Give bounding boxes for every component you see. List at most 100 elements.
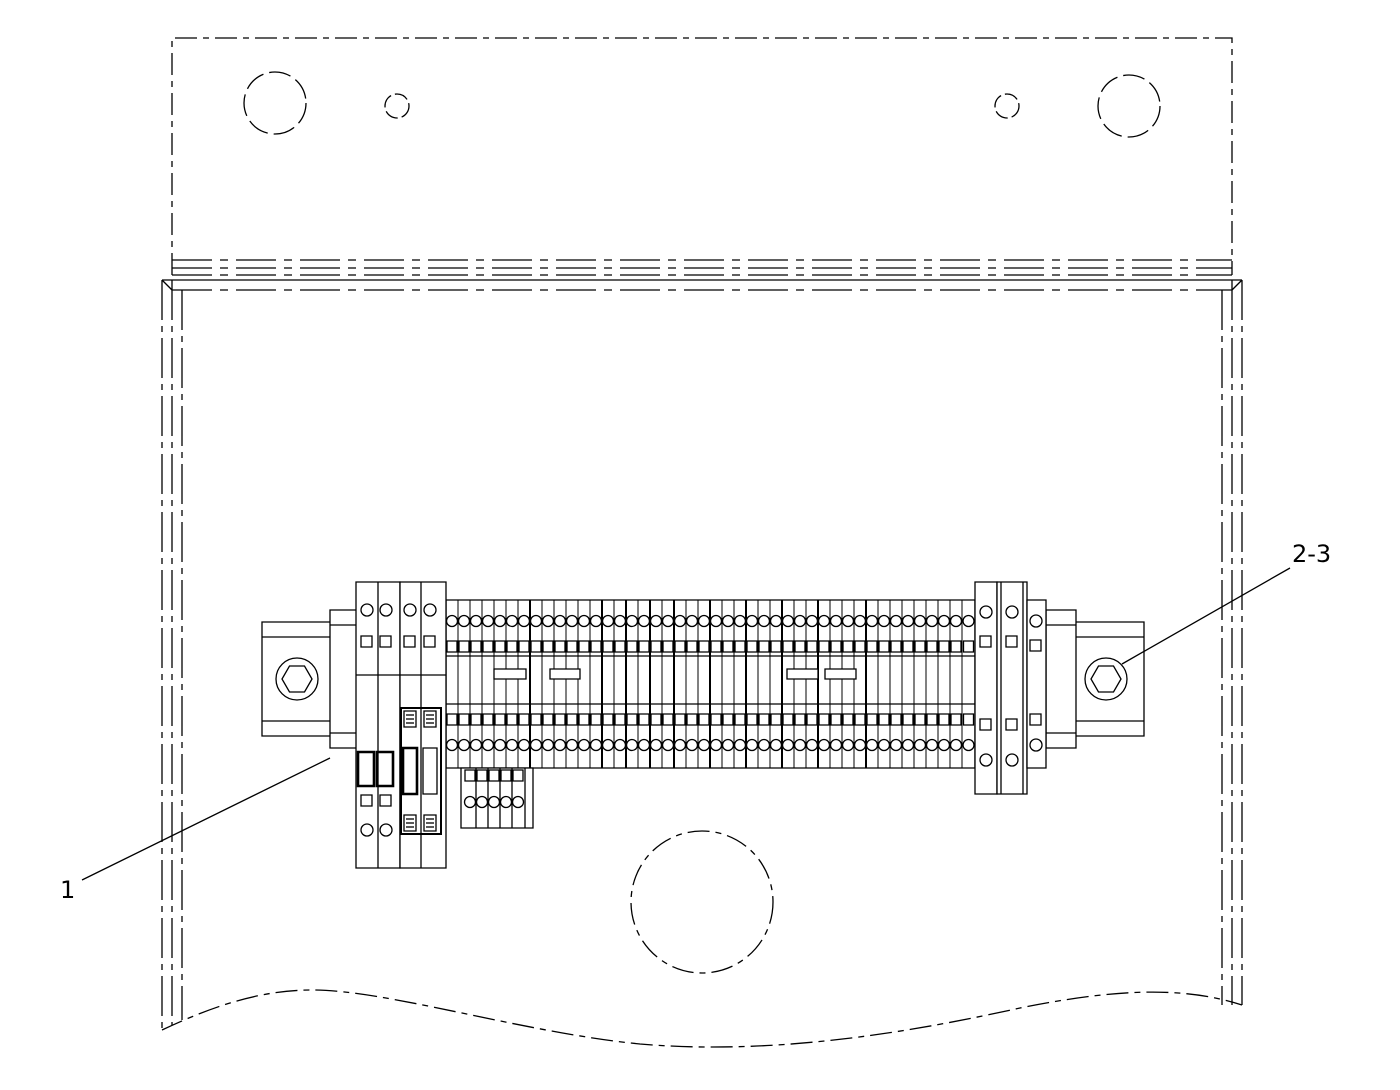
terminal-clamp bbox=[477, 770, 487, 781]
terminal-clamp bbox=[495, 641, 505, 652]
mounting-hole-small-right bbox=[995, 94, 1019, 118]
terminal-clamp bbox=[543, 641, 553, 652]
terminal-modules bbox=[446, 600, 975, 828]
terminal-clamp bbox=[903, 641, 913, 652]
terminal-clamp bbox=[843, 714, 853, 725]
mounting-hole-large-right bbox=[1098, 75, 1160, 137]
leader-line-item-1 bbox=[82, 758, 330, 880]
terminal-clamp bbox=[675, 714, 685, 725]
terminal-screw bbox=[963, 616, 974, 627]
fuse-terminal-block-right bbox=[400, 582, 446, 868]
cable-entry-hole bbox=[631, 831, 773, 973]
terminal-clamp bbox=[495, 714, 505, 725]
enclosure-panel bbox=[162, 280, 1242, 1047]
terminal-clamp bbox=[459, 714, 469, 725]
terminal-clamp bbox=[927, 641, 937, 652]
terminal-clamp bbox=[687, 714, 697, 725]
jumper-bridge bbox=[825, 669, 856, 679]
terminal-clamp bbox=[879, 641, 889, 652]
terminal-clamp bbox=[915, 714, 925, 725]
terminal-clamp bbox=[879, 714, 889, 725]
leader-line-item-2-3 bbox=[1122, 568, 1290, 664]
terminal-clamp bbox=[567, 641, 577, 652]
terminal-clamp bbox=[951, 714, 961, 725]
terminal-clamp bbox=[447, 714, 457, 725]
terminal-clamp bbox=[964, 641, 974, 652]
terminal-clamp bbox=[843, 641, 853, 652]
terminal-screw bbox=[513, 797, 524, 808]
terminal-clamp bbox=[471, 714, 481, 725]
terminal-clamp bbox=[783, 714, 793, 725]
terminal-clamp bbox=[675, 641, 685, 652]
terminal-clamp bbox=[915, 641, 925, 652]
terminal-clamp bbox=[867, 714, 877, 725]
mounting-hole-small-left bbox=[385, 94, 409, 118]
end-clamp-middle bbox=[997, 582, 1027, 794]
terminal-clamp bbox=[603, 714, 613, 725]
jumper-bridge bbox=[494, 669, 526, 679]
terminal-clamp bbox=[579, 641, 589, 652]
terminal-clamp bbox=[903, 714, 913, 725]
terminal-clamp bbox=[465, 770, 475, 781]
terminal-clamp bbox=[867, 641, 877, 652]
terminal-clamp bbox=[747, 714, 757, 725]
callout-label-item-2-3: 2-3 bbox=[1292, 540, 1332, 568]
fuse-terminal-block-left bbox=[356, 582, 400, 868]
terminal-clamp bbox=[513, 770, 523, 781]
terminal-clamp bbox=[507, 714, 517, 725]
terminal-clamp bbox=[951, 641, 961, 652]
terminal-clamp bbox=[459, 641, 469, 652]
mounting-bolt-right bbox=[1085, 658, 1127, 700]
terminal-clamp bbox=[651, 714, 661, 725]
terminal-clamp bbox=[555, 714, 565, 725]
terminal-clamp bbox=[501, 770, 511, 781]
terminal-clamp bbox=[687, 641, 697, 652]
terminal-clamp bbox=[483, 714, 493, 725]
terminal-clamp bbox=[531, 714, 541, 725]
mounting-bolt-left bbox=[276, 658, 318, 700]
terminal-clamp bbox=[939, 714, 949, 725]
terminal-clamp bbox=[579, 714, 589, 725]
terminal-clamp bbox=[627, 714, 637, 725]
end-clamp-left bbox=[975, 582, 997, 794]
terminal-clamp bbox=[819, 714, 829, 725]
terminal-clamp bbox=[891, 641, 901, 652]
terminal-clamp bbox=[927, 714, 937, 725]
upper-mounting-plate bbox=[172, 38, 1232, 275]
terminal-clamp bbox=[723, 714, 733, 725]
terminal-clamp bbox=[543, 714, 553, 725]
terminal-clamp bbox=[711, 714, 721, 725]
terminal-clamp bbox=[507, 641, 517, 652]
jumper-bridge bbox=[787, 669, 818, 679]
end-clamp-right bbox=[1027, 600, 1046, 768]
terminal-clamp bbox=[831, 641, 841, 652]
panel-break-line bbox=[162, 990, 1242, 1047]
terminal-screw bbox=[963, 740, 974, 751]
terminal-clamp bbox=[471, 641, 481, 652]
upper-plate-outline bbox=[172, 38, 1232, 275]
terminal-clamp bbox=[759, 714, 769, 725]
terminal-clamp bbox=[651, 641, 661, 652]
callout-label-item-1: 1 bbox=[60, 876, 76, 904]
terminal-clamp bbox=[795, 714, 805, 725]
terminal-clamp bbox=[891, 714, 901, 725]
terminal-clamp bbox=[939, 641, 949, 652]
terminal-clamp bbox=[795, 641, 805, 652]
terminal-clamp bbox=[711, 641, 721, 652]
terminal-clamp bbox=[555, 641, 565, 652]
terminal-clamp bbox=[567, 714, 577, 725]
terminal-clamp bbox=[531, 641, 541, 652]
terminal-clamp bbox=[747, 641, 757, 652]
terminal-clamp bbox=[603, 641, 613, 652]
terminal-clamp bbox=[759, 641, 769, 652]
terminal-clamp bbox=[447, 641, 457, 652]
terminal-clamp bbox=[819, 641, 829, 652]
mounting-hole-large-left bbox=[244, 72, 306, 134]
terminal-clamp bbox=[831, 714, 841, 725]
terminal-clamp bbox=[723, 641, 733, 652]
terminal-clamp bbox=[483, 641, 493, 652]
terminal-clamp bbox=[627, 641, 637, 652]
terminal-clamp bbox=[964, 714, 974, 725]
terminal-clamp bbox=[783, 641, 793, 652]
